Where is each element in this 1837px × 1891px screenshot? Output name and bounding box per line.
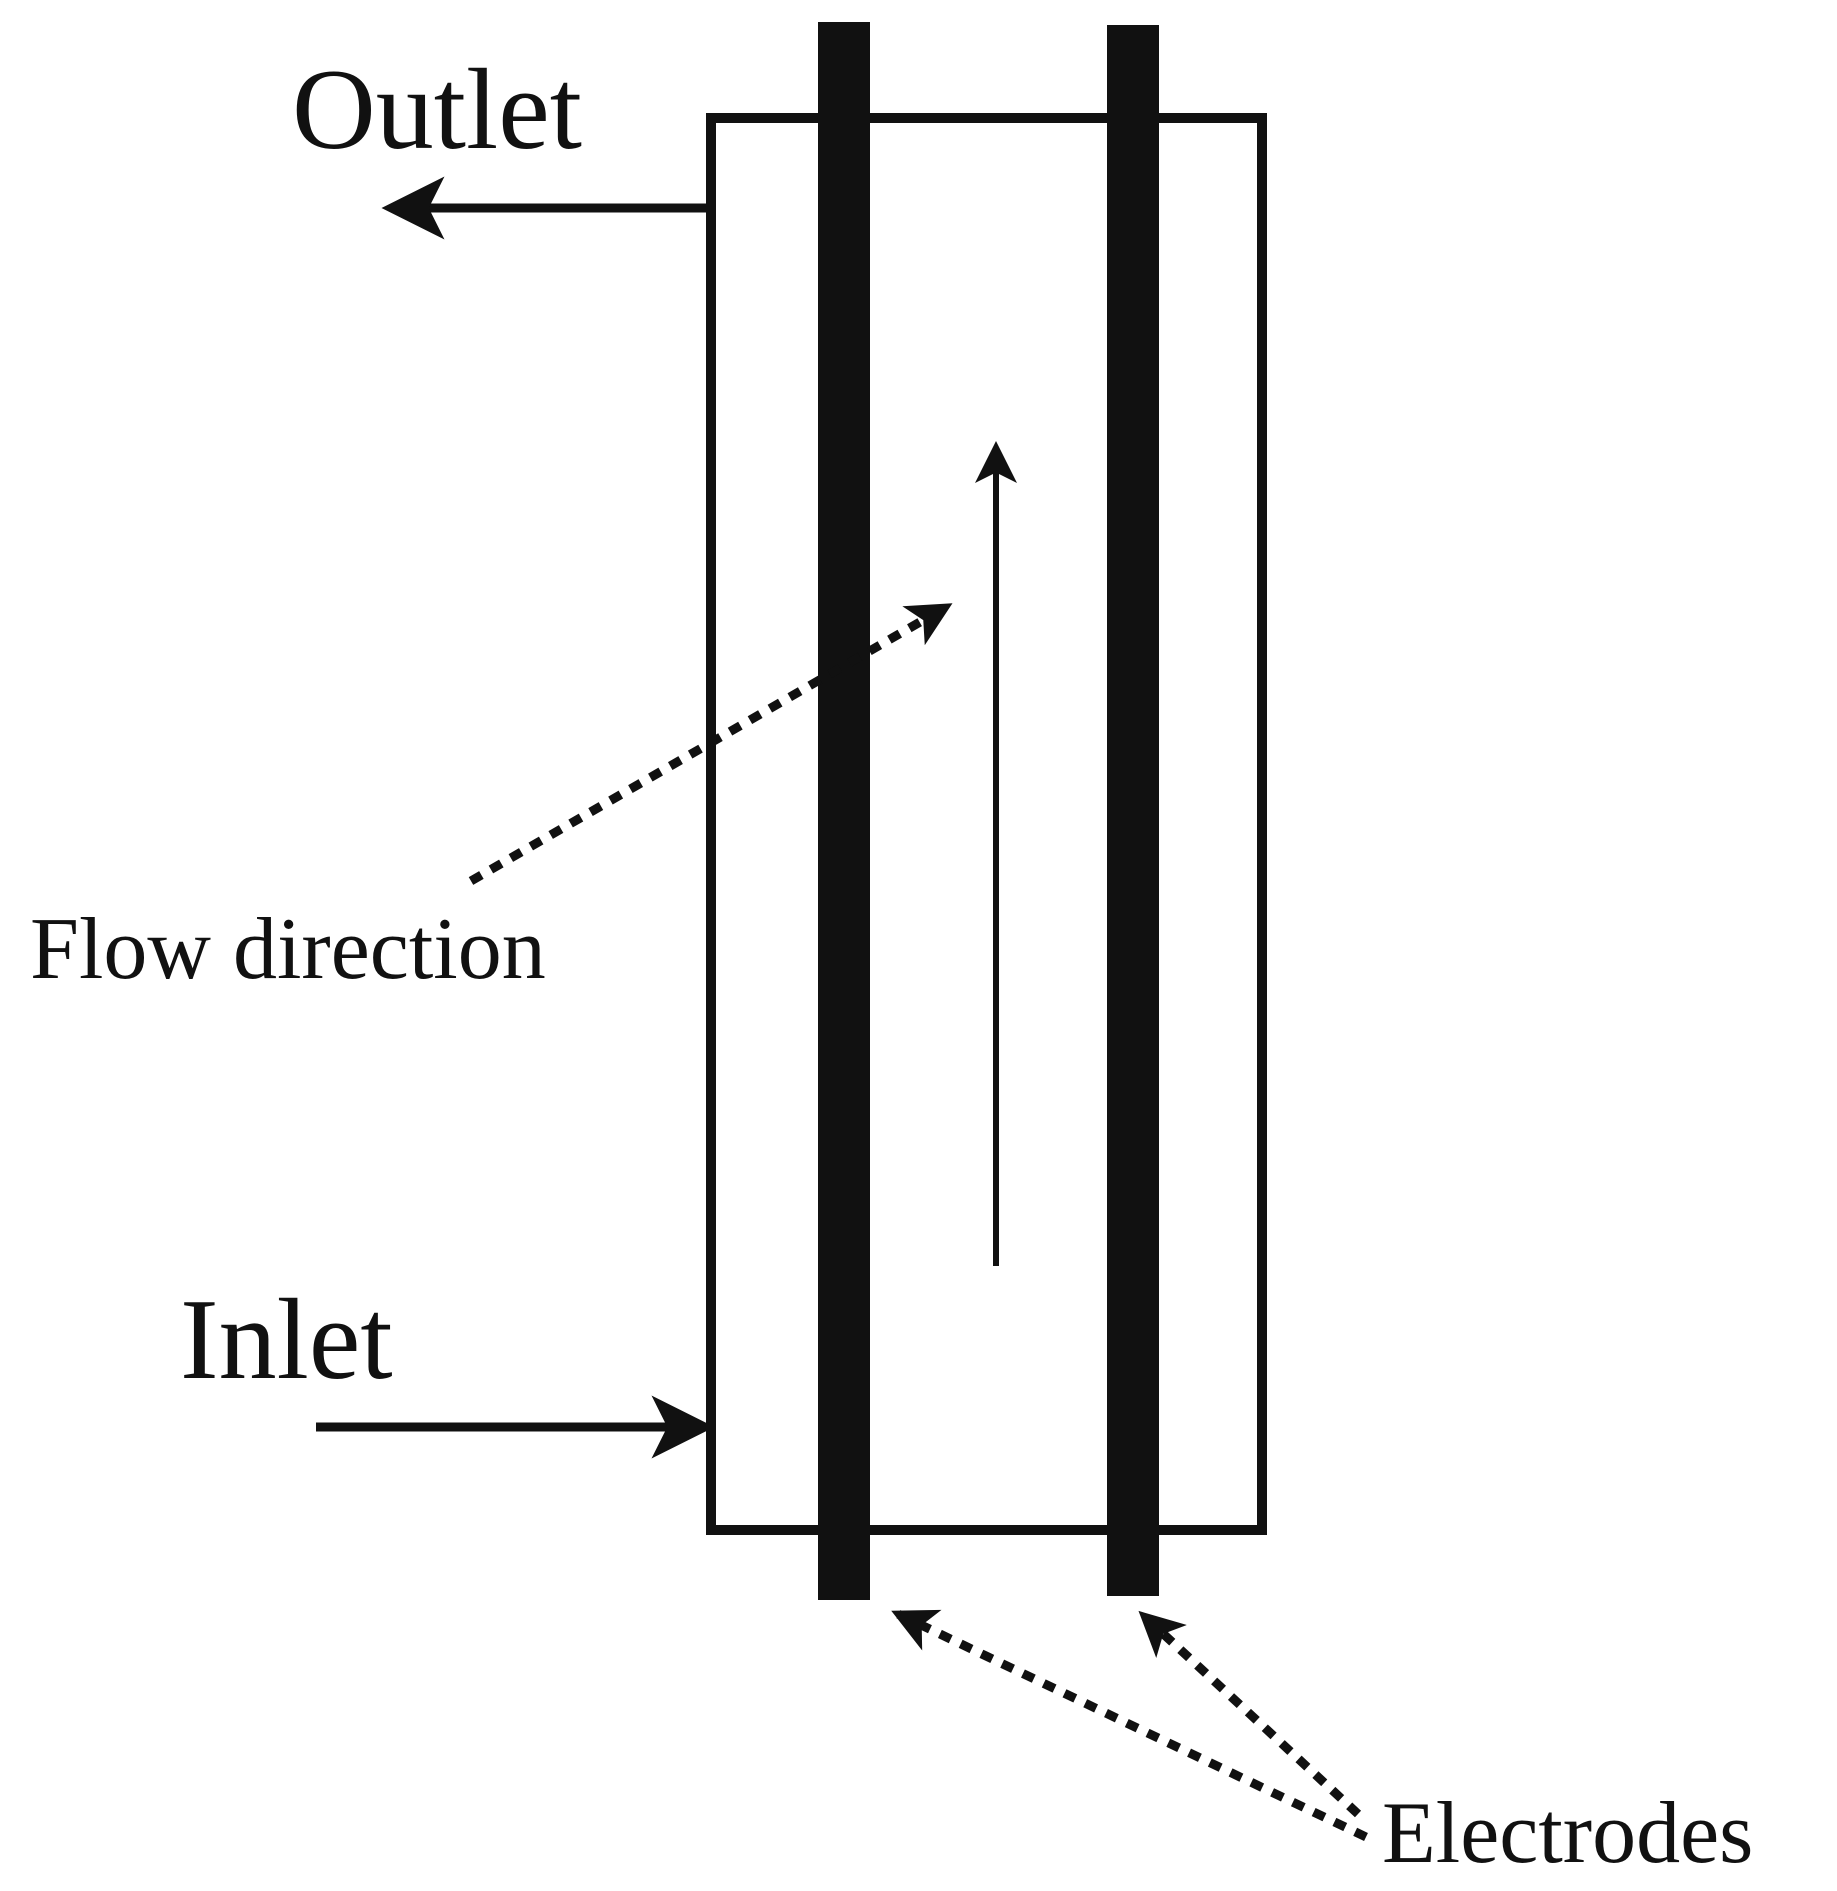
flow-direction-label: Flow direction <box>30 901 546 998</box>
outlet-label: Outlet <box>292 46 582 174</box>
electrode-left <box>818 22 870 1600</box>
reactor-vessel <box>706 113 1267 1535</box>
inlet-label: Inlet <box>180 1276 393 1404</box>
electrodes-label: Electrodes <box>1382 1785 1753 1882</box>
electrode-pointer-right <box>1138 1610 1362 1818</box>
electrode-pointer-left <box>891 1609 1368 1842</box>
electrode-right <box>1107 25 1159 1596</box>
